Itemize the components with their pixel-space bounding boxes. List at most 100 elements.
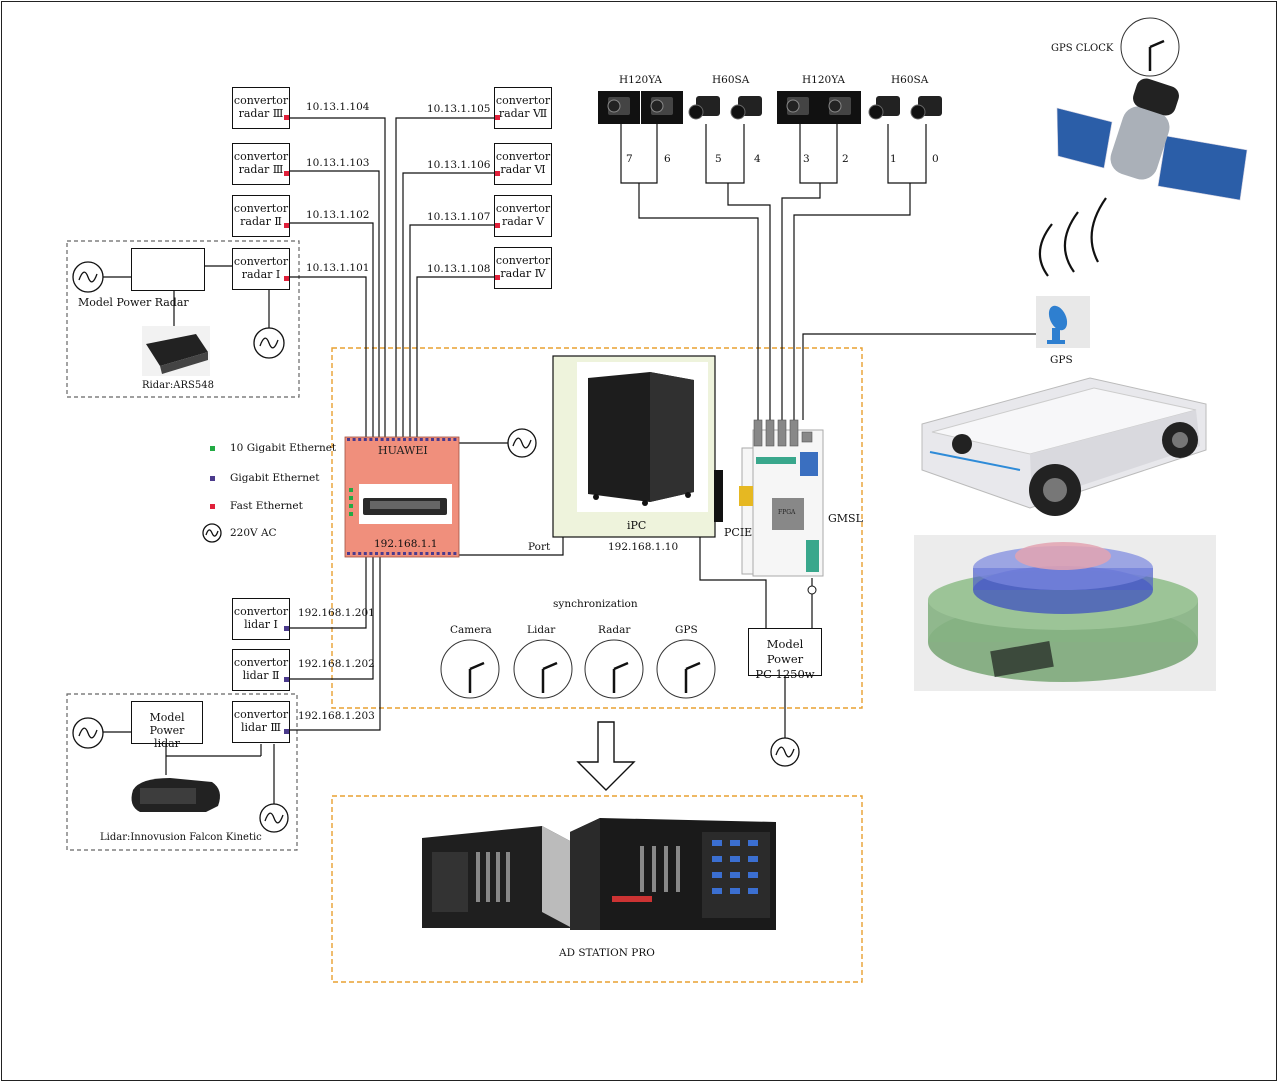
camera-icon xyxy=(910,96,942,120)
sync-clock-label: Lidar xyxy=(527,624,556,636)
lidar-converter-box: convertor lidar Ⅲ xyxy=(232,701,290,743)
legend-swatch xyxy=(210,504,215,509)
camera-port-label: 6 xyxy=(664,153,671,165)
radar-converter-label: convertor radar Ⅶ xyxy=(495,94,551,120)
radar-group-boundary xyxy=(66,240,300,398)
system-boundary xyxy=(331,347,863,709)
sync-clock-icon xyxy=(584,639,644,699)
power-pc-label: Model Power PC 1250w xyxy=(755,637,815,681)
camera-model-label: H120YA xyxy=(619,74,662,86)
radar-converter-label: convertor radar Ⅲ xyxy=(233,150,289,176)
switch-name: HUAWEI xyxy=(378,444,428,457)
camera-model-label: H60SA xyxy=(891,74,929,86)
lidar-converter-label: convertor lidar Ⅱ xyxy=(233,656,289,682)
gmsl-label: GMSL xyxy=(828,512,863,525)
sync-clock-icon xyxy=(440,639,500,699)
fast-ethernet-port xyxy=(284,115,289,120)
radar-converter-box: convertor radar Ⅲ xyxy=(232,143,290,185)
camera-icon xyxy=(868,96,900,120)
lidar-power-label: Model Power lidar xyxy=(149,711,185,750)
legend-label: 10 Gigabit Ethernet xyxy=(230,442,337,454)
gigabit-ethernet-port xyxy=(284,677,289,682)
radar-converter-box: convertor radar Ⅰ xyxy=(232,248,290,290)
lidar-converter-label: convertor lidar Ⅰ xyxy=(233,605,289,631)
lidar-converter-box: convertor lidar Ⅰ xyxy=(232,598,290,640)
radar-converter-ip: 10.13.1.104 xyxy=(306,101,370,113)
camera-icon xyxy=(730,96,762,120)
ad-station-icon xyxy=(422,818,776,930)
legend-label: Gigabit Ethernet xyxy=(230,472,320,484)
fast-ethernet-port xyxy=(284,223,289,228)
sync-clock-icon xyxy=(513,639,573,699)
camera-port-label: 3 xyxy=(803,153,810,165)
legend-label: Fast Ethernet xyxy=(230,500,303,512)
ipc-ip: 192.168.1.10 xyxy=(608,541,679,553)
sync-clock-icon xyxy=(656,639,716,699)
ipc-name: iPC xyxy=(627,519,647,532)
radar-converter-ip: 10.13.1.102 xyxy=(306,209,370,221)
fpga-label: FPGA xyxy=(778,509,796,516)
lidar-wires xyxy=(290,557,381,731)
sensor-coverage-icon xyxy=(914,535,1216,691)
camera-port-label: 7 xyxy=(626,153,633,165)
ac-power-icon xyxy=(202,523,222,543)
lidar-device-icon xyxy=(131,778,220,812)
camera-port-label: 1 xyxy=(890,153,897,165)
radar-converter-box: convertor radar Ⅳ xyxy=(494,247,552,289)
radar-converter-ip: 10.13.1.103 xyxy=(306,157,370,169)
ac-power-icon xyxy=(259,803,289,833)
switch-ports xyxy=(347,438,457,555)
port-label: Port xyxy=(528,541,551,553)
camera-port-label: 2 xyxy=(842,153,849,165)
lidar-converter-box: convertor lidar Ⅱ xyxy=(232,649,290,691)
ac-power-icon xyxy=(72,261,104,293)
power-pc-box: Model Power PC 1250w xyxy=(748,628,822,681)
ac-power-icon xyxy=(507,428,537,458)
legend-label: 220V AC xyxy=(230,527,277,539)
gigabit-ethernet-port xyxy=(284,729,289,734)
ac-power-icon xyxy=(253,327,285,359)
switch-device-icon xyxy=(363,498,447,515)
lidar-group-boundary xyxy=(66,693,298,851)
radar-converter-label: convertor radar Ⅳ xyxy=(495,254,551,280)
lidar-converter-ip: 192.168.1.203 xyxy=(298,710,375,722)
sync-clock-label: Radar xyxy=(598,624,631,636)
pcie-label: PCIE xyxy=(724,526,753,539)
radar-converter-box: convertor radar Ⅶ xyxy=(494,87,552,129)
camera-icon xyxy=(688,96,720,120)
station-boundary xyxy=(331,795,863,983)
gmsl-board xyxy=(739,419,824,595)
radar-converter-box: convertor radar Ⅲ xyxy=(232,87,290,129)
radar-converter-label: convertor radar Ⅲ xyxy=(233,94,289,120)
gps-antenna-icon xyxy=(1036,296,1090,348)
camera-model-label: H120YA xyxy=(802,74,845,86)
ipc-tower-icon xyxy=(577,362,708,512)
radar-converter-box: convertor radar Ⅴ xyxy=(494,195,552,237)
camera-cables xyxy=(620,124,1036,420)
radar-converter-ip: 10.13.1.107 xyxy=(427,211,491,223)
radar-device-label: Ridar:ARS548 xyxy=(142,380,214,391)
sync-title: synchronization xyxy=(553,598,638,610)
radar-power-label: Model Power Radar xyxy=(78,296,189,309)
gps-clock-label: GPS CLOCK xyxy=(1051,43,1114,54)
camera-port-label: 4 xyxy=(754,153,761,165)
radar-converter-label: convertor radar Ⅱ xyxy=(233,202,289,228)
radar-device-icon xyxy=(142,326,210,376)
fast-ethernet-port xyxy=(495,275,500,280)
fast-ethernet-port xyxy=(495,171,500,176)
radar-converter-ip: 10.13.1.106 xyxy=(427,159,491,171)
radar-converter-label: convertor radar Ⅰ xyxy=(233,255,289,281)
legend-swatch xyxy=(210,476,215,481)
lidar-converter-label: convertor lidar Ⅲ xyxy=(233,708,289,734)
pcie-connector xyxy=(714,470,723,522)
fast-ethernet-port xyxy=(495,223,500,228)
radar-group-wires xyxy=(103,265,270,328)
switch-ip: 192.168.1.1 xyxy=(374,538,438,550)
lidar-group-wires xyxy=(103,731,275,804)
ac-power-icon xyxy=(72,717,104,749)
gps-label: GPS xyxy=(1050,354,1073,366)
lidar-power-box: Model Power lidar xyxy=(131,701,203,750)
lidar-converter-ip: 192.168.1.202 xyxy=(298,658,375,670)
legend-swatch xyxy=(210,446,215,451)
